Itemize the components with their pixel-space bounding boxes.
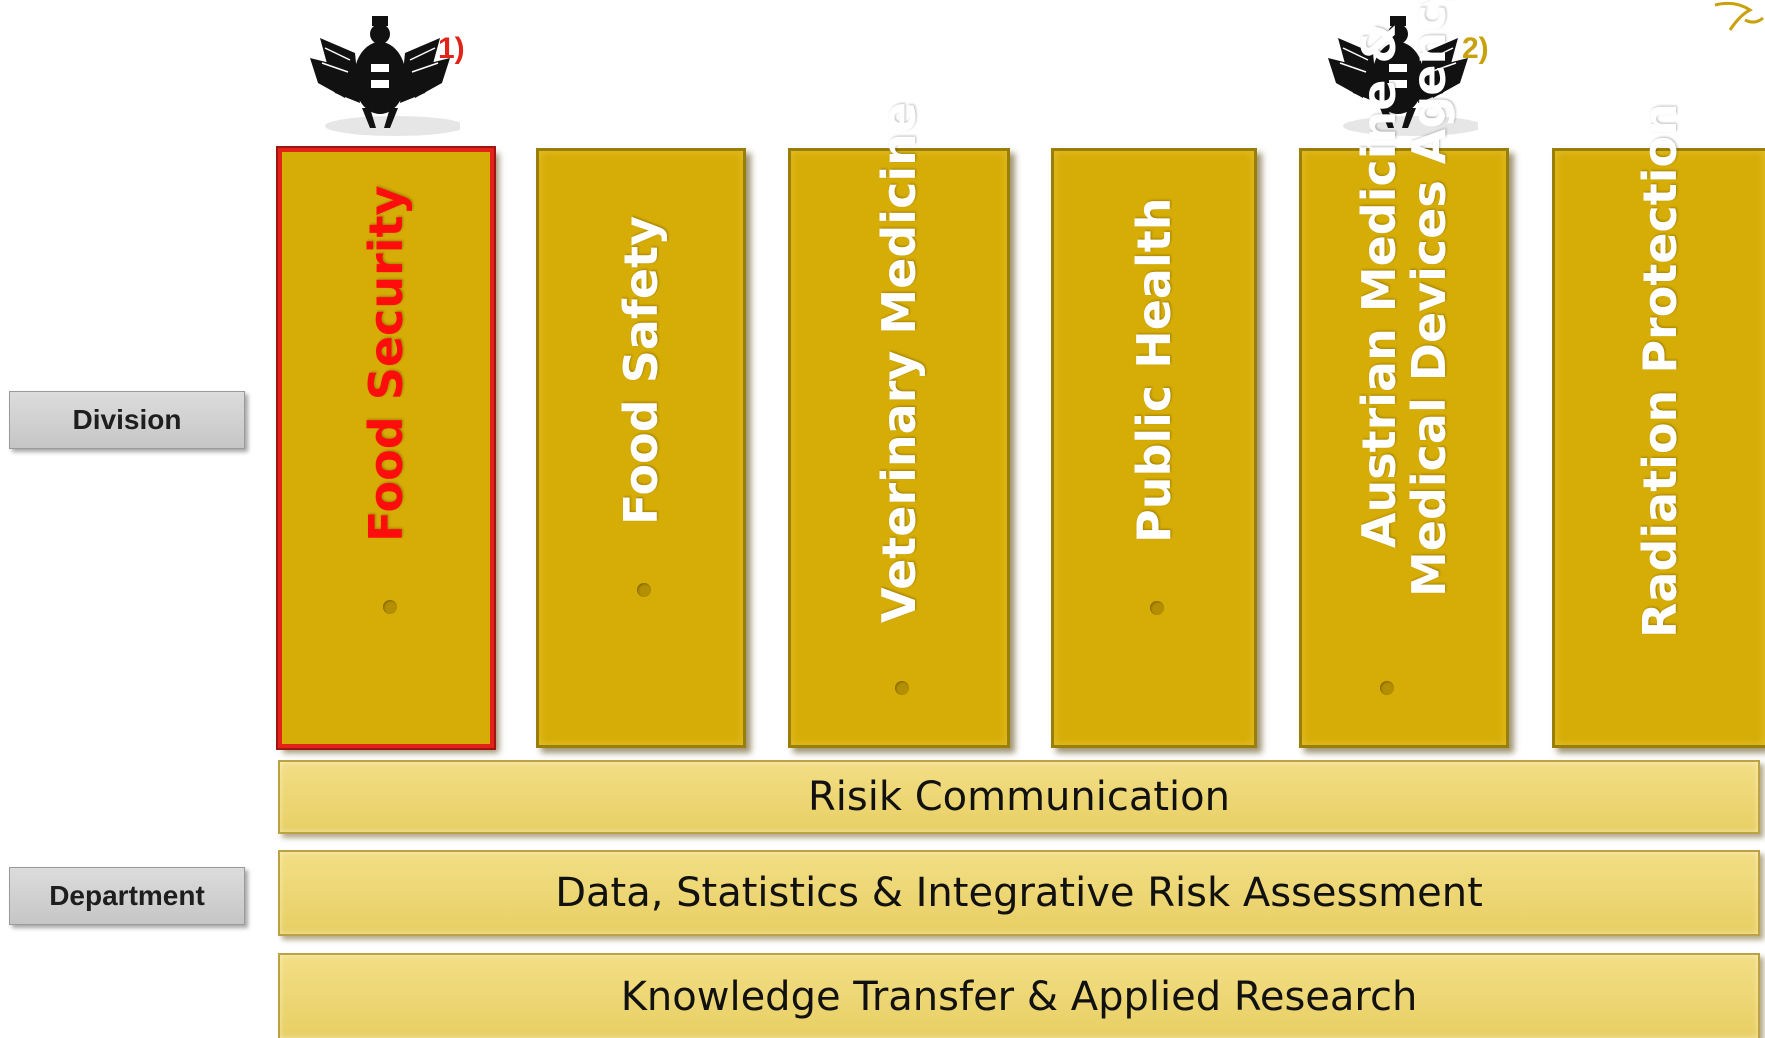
department-label: Department xyxy=(9,867,245,925)
division-title: Food Security xyxy=(359,185,413,542)
austrian-eagle-icon xyxy=(300,8,465,138)
department-risk-communication[interactable]: Risik Communication xyxy=(278,760,1760,834)
division-label: Division xyxy=(9,391,245,449)
footnote-1: 1) xyxy=(438,32,465,65)
division-public-health[interactable]: Public Health xyxy=(1051,148,1257,748)
division-food-safety[interactable]: Food Safety xyxy=(536,148,746,748)
division-austrian-medicine-agency[interactable]: Austrian Medicine & Medical Devices Agen… xyxy=(1299,0,1509,748)
department-data-statistics[interactable]: Data, Statistics & Integrative Risk Asse… xyxy=(278,850,1760,936)
division-veterinary-medicine[interactable]: Veterinary Medicine xyxy=(788,102,1010,748)
department-title: Risik Communication xyxy=(807,774,1230,820)
department-knowledge-transfer[interactable]: Knowledge Transfer & Applied Research xyxy=(278,953,1760,1038)
division-food-security[interactable]: Food Security xyxy=(278,148,494,748)
division-title: Food Safety xyxy=(614,215,668,525)
bullet-dot xyxy=(1380,681,1394,695)
bullet-dot xyxy=(895,681,909,695)
bullet-dot xyxy=(383,600,397,614)
department-title: Data, Statistics & Integrative Risk Asse… xyxy=(555,870,1483,916)
division-title: Veterinary Medicine xyxy=(872,101,926,623)
department-title: Knowledge Transfer & Applied Research xyxy=(620,973,1418,1020)
division-title: Austrian Medicine & Medical Devices Agen… xyxy=(1352,0,1456,597)
division-title: Radiation Protection xyxy=(1633,103,1687,638)
austrian-eagle-icon xyxy=(1318,8,1483,138)
footnote-2: 2) xyxy=(1462,32,1489,65)
division-title: Public Health xyxy=(1127,197,1181,543)
logo-fragment-icon xyxy=(1705,0,1765,40)
bullet-dot xyxy=(637,583,651,597)
bullet-dot xyxy=(1150,601,1164,615)
division-radiation-protection[interactable]: Radiation Protection xyxy=(1552,103,1765,748)
